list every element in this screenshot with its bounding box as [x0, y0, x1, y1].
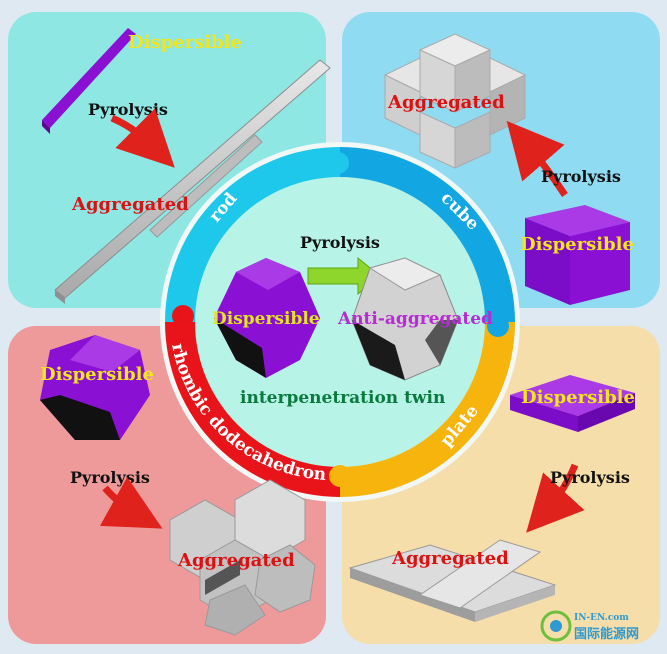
cube-pyrolysis-label: Pyrolysis: [541, 167, 621, 186]
plate-pyrolysis-arrow: [526, 463, 585, 533]
gray-twin-center-shape: [351, 257, 459, 381]
rhombic-pyrolysis-label: Pyrolysis: [70, 468, 150, 487]
plate-dispersible-label: Dispersible: [521, 387, 635, 408]
watermark-logo: IN-EN.com 国际能源网: [540, 610, 639, 642]
ring-dot-cyan: [327, 152, 349, 174]
rhombic-aggregated-label: Aggregated: [177, 550, 295, 571]
plate-aggregated-label: Aggregated: [391, 548, 509, 569]
rod-aggregated-label: Aggregated: [71, 194, 189, 215]
rod-pyrolysis-label: Pyrolysis: [88, 100, 168, 119]
purple-plate-shape: [510, 375, 635, 432]
rod-dispersible-label: Dispersible: [128, 32, 242, 53]
gray-rod-aggregate: [54, 59, 331, 304]
center-dispersible-label: Dispersible: [212, 309, 320, 329]
watermark-top-text: IN-EN.com: [574, 613, 629, 623]
plate-pyrolysis-label: Pyrolysis: [550, 468, 630, 487]
cube-pyrolysis-arrow: [506, 120, 568, 197]
watermark-bottom-text: 国际能源网: [574, 626, 639, 642]
ring-dot-orange: [329, 465, 351, 487]
purple-rod-shape: [42, 28, 136, 134]
cube-aggregated-label: Aggregated: [387, 92, 505, 113]
cube-dispersible-label: Dispersible: [520, 234, 634, 255]
rhombic-dispersible-label: Dispersible: [40, 364, 154, 385]
gray-plate-aggregate: [348, 539, 557, 622]
purple-rhombic-shape: [40, 335, 150, 440]
rod-pyrolysis-arrow: [110, 108, 175, 168]
center-anti-aggregated-label: Anti-aggregated: [337, 309, 493, 329]
gray-cube-aggregate: [383, 33, 527, 169]
purple-rhombic-center-shape: [214, 258, 320, 378]
center-twin-label: interpenetration twin: [240, 388, 445, 408]
rhombic-pyrolysis-arrow: [99, 476, 163, 529]
center-disk: [195, 177, 485, 467]
ring-dot-red: [172, 305, 194, 327]
ring-dot-blue: [487, 315, 509, 337]
center-pyrolysis-label: Pyrolysis: [300, 233, 380, 252]
gray-rhombic-aggregate: [169, 479, 316, 636]
purple-cube-shape: [525, 205, 630, 305]
